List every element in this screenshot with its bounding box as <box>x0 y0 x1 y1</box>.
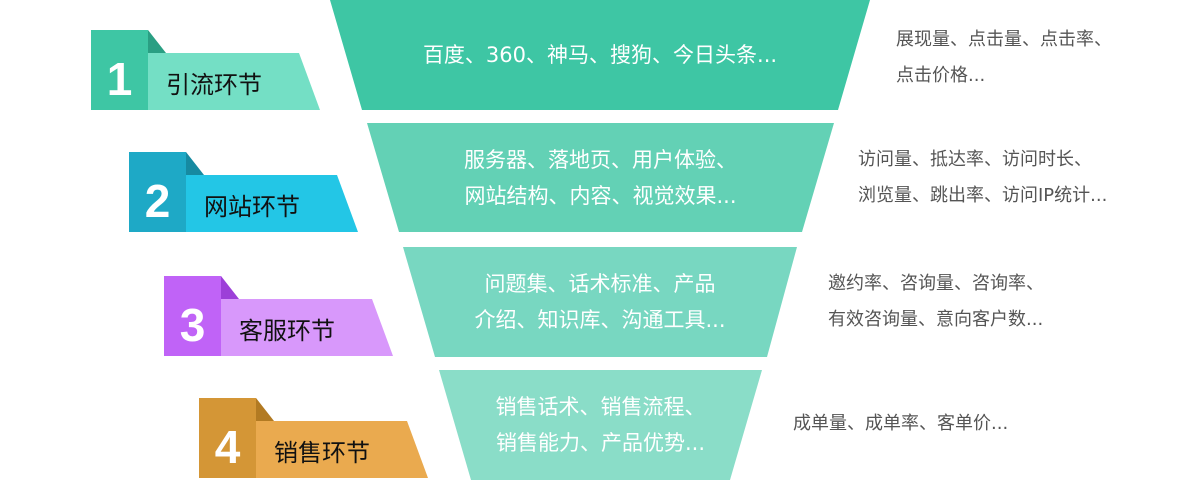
funnel-line: 问题集、话术标准、产品 <box>484 272 716 296</box>
funnel-line: 网站结构、内容、视觉效果... <box>464 184 737 208</box>
funnel-line: 服务器、落地页、用户体验、 <box>464 148 737 172</box>
fold-corner <box>186 152 204 175</box>
stage-number-badge: 3 <box>164 276 221 356</box>
funnel-text-2: 服务器、落地页、用户体验、网站结构、内容、视觉效果... <box>367 142 834 214</box>
stage-number-badge: 1 <box>91 30 148 110</box>
funnel-text-3: 问题集、话术标准、产品介绍、知识库、沟通工具... <box>403 266 797 338</box>
stage-label: 引流环节 <box>166 71 262 99</box>
stage-label-banner: 销售环节 <box>256 421 428 478</box>
fold-corner <box>148 30 166 53</box>
funnel-level-2 <box>367 123 834 232</box>
funnel-line: 销售话术、销售流程、 <box>495 395 706 419</box>
stage-label-banner: 网站环节 <box>186 175 358 232</box>
stage-label: 销售环节 <box>274 439 370 467</box>
stage-label: 客服环节 <box>239 317 335 345</box>
metrics-line: 邀约率、咨询量、咨询率、 <box>828 273 1044 294</box>
fold-corner <box>256 398 274 421</box>
funnel-level-1 <box>330 0 870 110</box>
metrics-3: 邀约率、咨询量、咨询率、有效咨询量、意向客户数... <box>828 266 1044 338</box>
funnel-line: 百度、360、神马、搜狗、今日头条... <box>422 43 778 67</box>
stage-number: 3 <box>179 299 206 351</box>
metrics-4: 成单量、成单率、客单价... <box>793 406 1008 442</box>
funnel-line: 销售能力、产品优势... <box>495 431 706 455</box>
stage-number: 4 <box>214 421 241 473</box>
metrics-line: 成单量、成单率、客单价... <box>793 413 1009 434</box>
stage-label-banner: 客服环节 <box>221 299 393 356</box>
metrics-line: 点击价格... <box>896 65 986 86</box>
stage-label-banner: 引流环节 <box>148 53 320 110</box>
metrics-line: 访问量、抵达率、访问时长、 <box>858 149 1092 170</box>
funnel-level-4 <box>439 370 762 480</box>
funnel-level-3 <box>403 247 797 357</box>
metrics-line: 浏览量、跳出率、访问IP统计... <box>858 185 1108 206</box>
stage-number: 2 <box>144 175 171 227</box>
stage-label: 网站环节 <box>204 193 300 221</box>
fold-corner <box>221 276 239 299</box>
metrics-line: 有效咨询量、意向客户数... <box>828 309 1044 330</box>
stage-number: 1 <box>106 53 133 105</box>
stage-number-badge: 2 <box>129 152 186 232</box>
metrics-1: 展现量、点击量、点击率、点击价格... <box>896 22 1112 94</box>
metrics-2: 访问量、抵达率、访问时长、浏览量、跳出率、访问IP统计... <box>858 142 1107 214</box>
funnel-line: 介绍、知识库、沟通工具... <box>474 308 726 332</box>
funnel-text-4: 销售话术、销售流程、销售能力、产品优势... <box>439 389 762 461</box>
metrics-line: 展现量、点击量、点击率、 <box>896 29 1112 50</box>
funnel-text-1: 百度、360、神马、搜狗、今日头条... <box>350 37 850 73</box>
stage-number-badge: 4 <box>199 398 256 478</box>
